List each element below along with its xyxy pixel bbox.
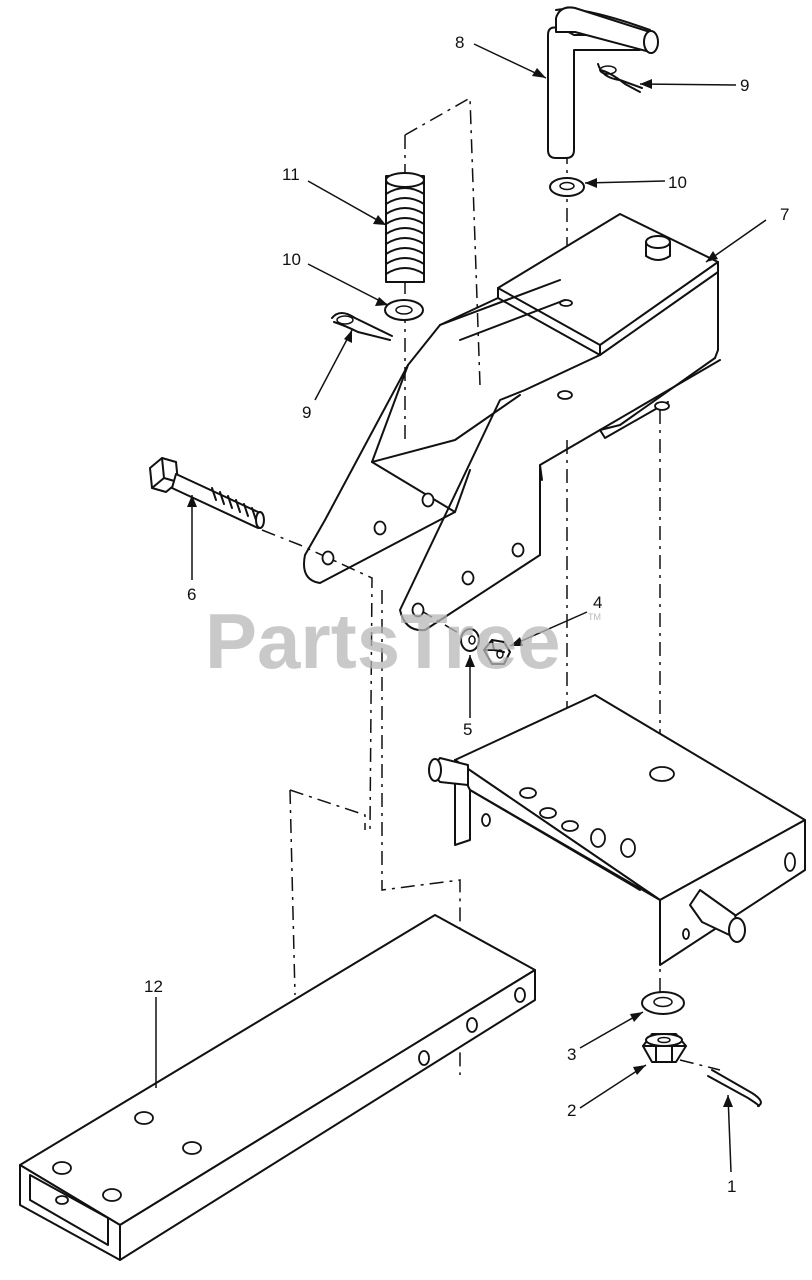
hair-pin-part-9-top xyxy=(597,63,643,93)
callout-7: 7 xyxy=(780,205,789,224)
drawbar-tube-part-12 xyxy=(19,914,536,1261)
cotter-pin-part-1 xyxy=(707,1069,762,1108)
callout-11: 11 xyxy=(282,165,300,184)
spring-part-11 xyxy=(385,172,425,283)
callout-2: 2 xyxy=(567,1101,576,1120)
washer-part-10-mid xyxy=(384,299,424,321)
castle-nut-part-2 xyxy=(642,1033,687,1063)
hair-pin-part-9-left xyxy=(331,312,393,341)
l-pin-part-8 xyxy=(547,6,659,159)
callout-9-top: 9 xyxy=(740,76,749,95)
callout-4: 4 xyxy=(593,593,602,612)
callout-3: 3 xyxy=(567,1045,576,1064)
callout-5: 5 xyxy=(463,720,472,739)
bolt-part-6 xyxy=(149,457,265,529)
callout-9-left: 9 xyxy=(302,403,311,422)
callout-8: 8 xyxy=(455,33,464,52)
callout-1: 1 xyxy=(727,1177,736,1196)
washer-part-3 xyxy=(641,991,685,1015)
callout-10-mid: 10 xyxy=(282,250,301,269)
washer-part-10-top xyxy=(549,177,585,197)
hitch-bracket-part-7 xyxy=(303,213,721,632)
watermark-text: PartsTree xyxy=(205,597,561,685)
callout-6: 6 xyxy=(187,585,196,604)
callout-12: 12 xyxy=(144,977,163,996)
nut-part-4 xyxy=(483,639,511,665)
watermark-trademark: TM xyxy=(588,612,601,622)
lock-washer-part-5 xyxy=(460,628,480,652)
mounting-plate xyxy=(428,694,806,966)
callout-10-top: 10 xyxy=(668,173,687,192)
callout-arrowheads xyxy=(187,68,733,1107)
